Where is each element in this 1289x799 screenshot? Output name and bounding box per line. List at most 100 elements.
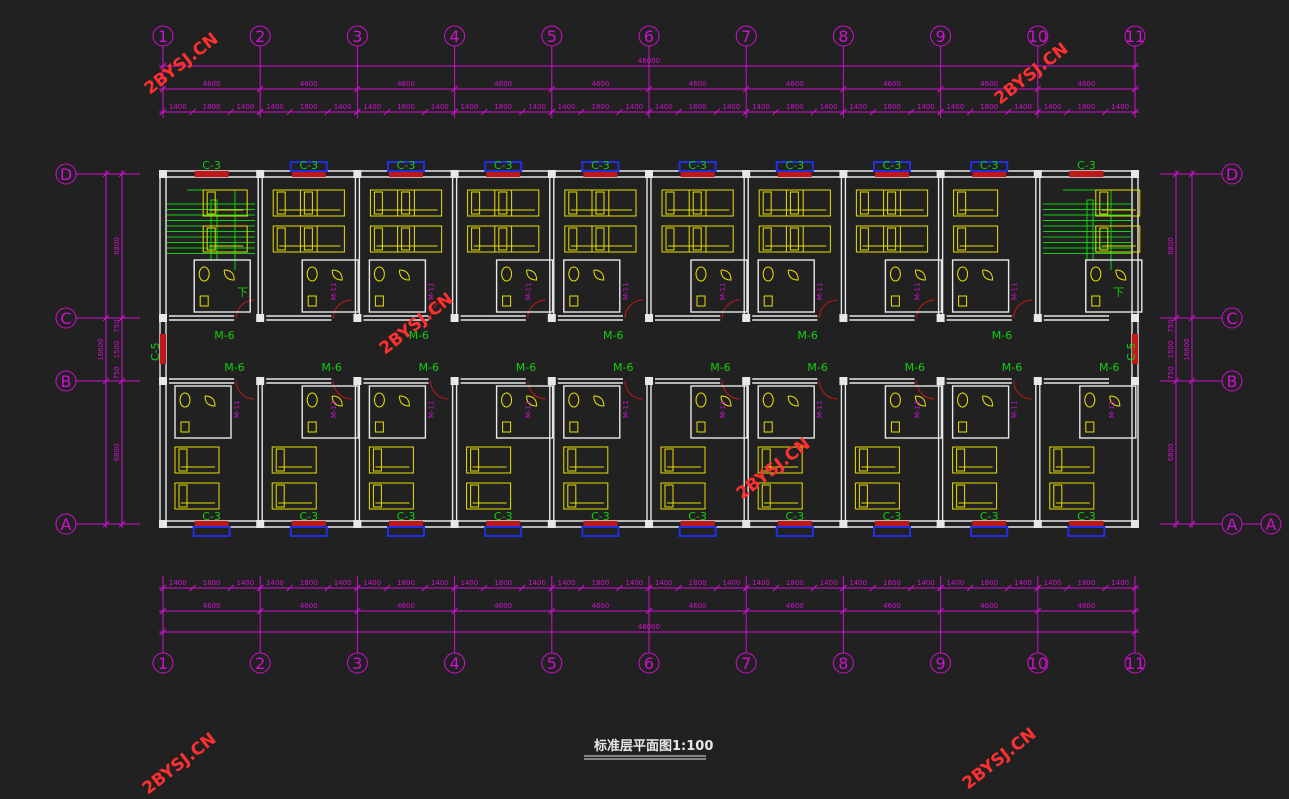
window	[680, 521, 715, 527]
dim-bay: 4600	[1077, 80, 1095, 88]
door-swing	[430, 380, 449, 400]
window-label: C-3	[980, 510, 999, 523]
shower-icon	[696, 421, 706, 433]
dim-tick	[1188, 377, 1196, 385]
door-label: M-6	[992, 329, 1012, 342]
toilet-icon	[568, 266, 580, 282]
pillow-icon	[206, 227, 216, 251]
bed-icon	[883, 189, 929, 217]
bed-icon	[757, 446, 803, 474]
dim-tick	[772, 108, 780, 116]
dim-part: 1800	[397, 579, 415, 587]
door-swing	[624, 299, 644, 319]
dim-bay: 4600	[980, 80, 998, 88]
door-swing	[332, 380, 352, 400]
dim-tick	[1004, 584, 1012, 592]
door-swing	[916, 380, 935, 400]
shower-icon	[958, 295, 968, 307]
bed-icon	[202, 189, 248, 217]
dim-part: 1800	[980, 579, 998, 587]
pillow-icon	[858, 484, 868, 508]
axis-letter-right: A	[1227, 515, 1238, 534]
bath-door-label: M-11	[1011, 283, 1019, 300]
dim-tick	[1188, 314, 1196, 322]
bathroom-outline	[951, 385, 1010, 439]
pillow-icon	[568, 227, 578, 251]
bed-icon	[591, 189, 637, 217]
window-sill	[775, 526, 814, 537]
window-label: C-3	[688, 510, 707, 523]
axis-number-5: 5	[547, 654, 557, 673]
dim-tick	[907, 108, 915, 116]
sink-icon	[398, 269, 410, 281]
structural-column	[353, 314, 362, 322]
dim-tick	[118, 170, 126, 178]
structural-column	[159, 377, 167, 385]
toilet-icon	[568, 392, 580, 408]
bathroom-outline	[884, 259, 943, 313]
structural-column	[1033, 314, 1042, 322]
dim-tick	[354, 584, 361, 592]
dim-part: 1400	[334, 579, 352, 587]
dim-tick	[256, 607, 264, 615]
pillow-icon	[761, 448, 771, 472]
dim-tick	[772, 584, 780, 592]
dim-tick	[742, 607, 750, 615]
dim-part: 1400	[558, 579, 576, 587]
dim-part: 1400	[266, 103, 284, 111]
sink-icon	[982, 269, 994, 281]
door-label: M-6	[613, 361, 633, 374]
window	[777, 171, 812, 177]
dim-tick	[256, 584, 264, 592]
bath-door-label: M-11	[816, 401, 824, 418]
dim-part: 1800	[300, 103, 318, 111]
dim-tick	[227, 584, 235, 592]
dim-tick	[324, 108, 332, 116]
dim-tick	[742, 108, 750, 116]
bed-icon	[855, 225, 901, 253]
dim-tick	[451, 108, 458, 116]
dim-bay: 4600	[397, 602, 415, 610]
dim-tick	[159, 108, 167, 116]
window-label: C-3	[397, 510, 416, 523]
pillow-icon	[567, 448, 577, 472]
dim-part: 1400	[363, 579, 381, 587]
structural-column	[645, 520, 653, 528]
bed-icon	[688, 189, 734, 217]
toilet-icon	[306, 266, 318, 282]
window-label: C-3	[1077, 510, 1096, 523]
bed-icon	[883, 225, 929, 253]
dim-part: 1400	[946, 579, 964, 587]
sink-icon	[526, 395, 538, 407]
window-label: C-3	[299, 510, 318, 523]
dim-tick	[616, 108, 623, 116]
bed-icon	[785, 225, 831, 253]
pillow-icon	[887, 227, 897, 251]
dim-side-part: 750	[1167, 319, 1175, 332]
fixture-layer	[167, 189, 1143, 510]
dim-tick	[102, 377, 110, 385]
pillow-icon	[956, 448, 966, 472]
dim-tick	[937, 607, 944, 615]
bath-door-label: M-11	[622, 401, 630, 418]
window-label: C-3	[785, 159, 804, 172]
axis-number-3: 3	[352, 27, 362, 46]
window-label: C-3	[494, 159, 513, 172]
dim-part: 1400	[528, 103, 546, 111]
dim-tick	[675, 584, 682, 592]
structural-column	[450, 520, 459, 528]
toilet-icon	[695, 266, 707, 282]
watermark-text: 2BYSJ.CN	[139, 729, 221, 799]
dim-part: 1400	[169, 579, 187, 587]
dim-tick	[227, 108, 235, 116]
axis-number-6: 6	[644, 654, 654, 673]
shower-icon	[763, 421, 773, 433]
bed-icon	[299, 225, 345, 253]
dim-tick	[548, 85, 556, 93]
shower-icon	[569, 295, 579, 307]
dim-part: 1800	[689, 579, 707, 587]
toilet-icon	[695, 392, 707, 408]
structural-column	[159, 520, 167, 528]
dim-tick	[159, 607, 167, 615]
